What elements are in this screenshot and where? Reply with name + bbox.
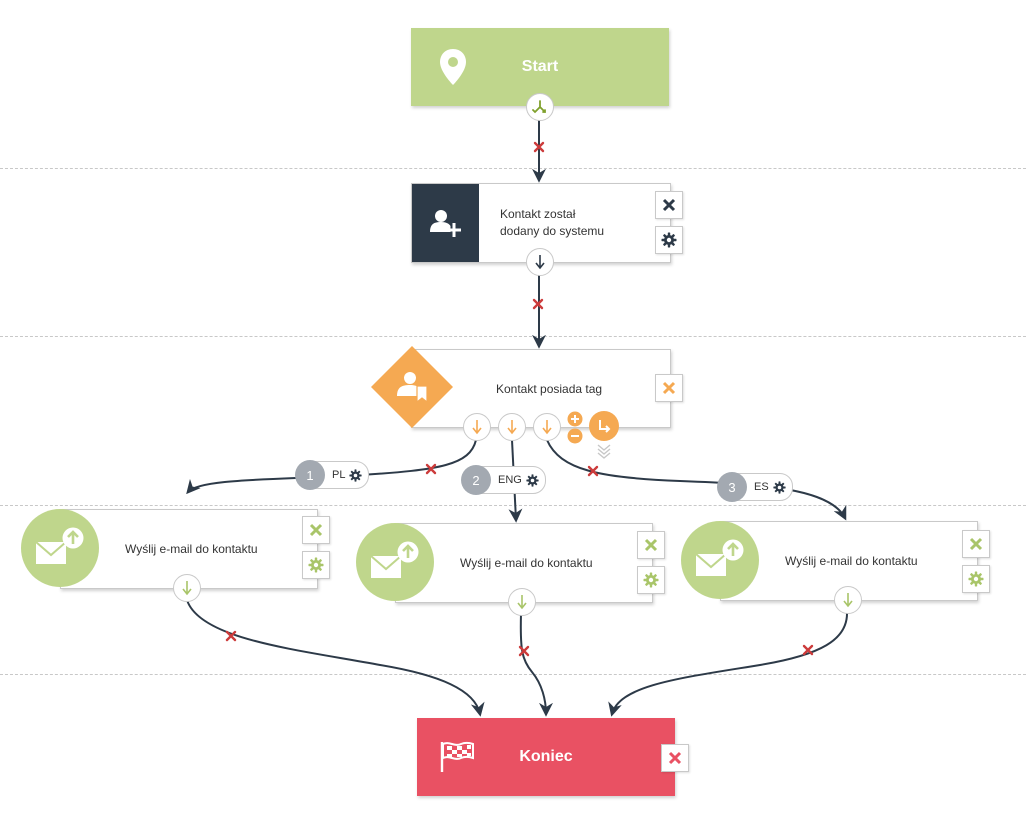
gear-icon: [643, 572, 659, 588]
user-tag-icon: [397, 372, 428, 404]
trigger-node[interactable]: Kontakt został dodany do systemu: [411, 183, 671, 263]
branch-label: ENG: [498, 474, 522, 486]
delete-action-button[interactable]: [302, 516, 330, 544]
close-icon: [662, 381, 676, 395]
action-settings-button[interactable]: [637, 566, 665, 594]
arrow-down-icon: [517, 595, 527, 610]
action-settings-button[interactable]: [302, 551, 330, 579]
action-settings-button[interactable]: [962, 565, 990, 593]
gear-icon: [661, 232, 677, 248]
action-icon-circle: [681, 521, 759, 599]
delete-connector-icon[interactable]: [532, 298, 544, 310]
delete-trigger-button[interactable]: [655, 191, 683, 219]
email-send-icon: [695, 539, 744, 576]
turn-right-arrow-icon: [599, 420, 611, 433]
split-arrows-icon: [532, 100, 546, 114]
start-output-port[interactable]: [526, 93, 554, 121]
trigger-label-line2: dodany do systemu: [500, 224, 605, 238]
expand-chevrons-icon[interactable]: [596, 443, 612, 459]
connector-action-1-end: [186, 599, 485, 717]
action-output-port[interactable]: [508, 588, 536, 616]
trigger-label-line1: Kontakt został: [500, 207, 576, 221]
close-icon: [662, 198, 676, 212]
gear-icon[interactable]: [349, 468, 363, 482]
branch-number: 1: [295, 460, 325, 490]
action-output-port[interactable]: [173, 574, 201, 602]
start-label: Start: [521, 58, 559, 75]
add-branch-icon[interactable]: [567, 411, 583, 427]
finish-flag-icon: [440, 741, 474, 772]
connector-branch-3: [546, 439, 847, 521]
delete-end-button[interactable]: [661, 744, 689, 772]
gear-icon: [968, 571, 984, 587]
branch-label: PL: [332, 469, 346, 481]
row-separator: [0, 505, 1026, 506]
condition-output-port-2[interactable]: [498, 413, 526, 441]
close-icon: [668, 751, 682, 765]
email-send-icon: [35, 527, 84, 564]
end-node[interactable]: Koniec: [417, 718, 675, 796]
arrow-down-icon: [542, 420, 552, 435]
row-separator: [0, 168, 1026, 169]
user-add-icon: [430, 210, 461, 237]
delete-connector-icon[interactable]: [425, 463, 437, 475]
action-icon-circle: [356, 523, 434, 601]
condition-output-port-1[interactable]: [463, 413, 491, 441]
arrow-down-icon: [472, 420, 482, 435]
delete-connector-icon[interactable]: [518, 645, 530, 657]
close-icon: [644, 538, 658, 552]
branch-pill-3[interactable]: 3 ES: [717, 472, 793, 502]
arrow-down-icon: [182, 581, 192, 596]
action-icon-circle: [21, 509, 99, 587]
delete-action-button[interactable]: [637, 531, 665, 559]
remove-branch-icon[interactable]: [567, 428, 583, 444]
connector-action-2-end: [519, 613, 553, 717]
action-output-port[interactable]: [834, 586, 862, 614]
arrow-down-icon: [843, 593, 853, 608]
condition-label: Kontakt posiada tag: [496, 382, 603, 396]
arrow-down-icon: [507, 420, 517, 435]
branch-pill-2[interactable]: 2 ENG: [461, 465, 546, 495]
gear-icon[interactable]: [526, 473, 539, 487]
condition-else-port[interactable]: [589, 411, 619, 441]
branch-label: ES: [754, 481, 769, 493]
delete-connector-icon[interactable]: [802, 644, 814, 656]
delete-connector-icon[interactable]: [225, 630, 237, 642]
close-icon: [309, 523, 323, 537]
branch-pill-1[interactable]: 1 PL: [295, 460, 370, 490]
trigger-settings-button[interactable]: [655, 226, 683, 254]
row-separator: [0, 336, 1026, 337]
action-label: Wyślij e-mail do kontaktu: [125, 542, 258, 556]
arrow-down-icon: [535, 255, 545, 270]
branch-number: 3: [717, 472, 747, 502]
close-icon: [969, 537, 983, 551]
action-label: Wyślij e-mail do kontaktu: [460, 556, 593, 570]
location-pin-icon: [440, 49, 466, 85]
row-separator: [0, 674, 1026, 675]
delete-condition-button[interactable]: [655, 374, 683, 402]
connector-action-3-end: [608, 611, 849, 717]
condition-output-port-3[interactable]: [533, 413, 561, 441]
end-label: Koniec: [519, 748, 573, 765]
delete-connector-icon[interactable]: [587, 465, 599, 477]
email-send-icon: [370, 541, 419, 578]
delete-connector-icon[interactable]: [533, 141, 545, 153]
gear-icon: [308, 557, 324, 573]
trigger-output-port[interactable]: [526, 248, 554, 276]
delete-action-button[interactable]: [962, 530, 990, 558]
branch-number: 2: [461, 465, 491, 495]
gear-icon[interactable]: [773, 480, 786, 494]
trigger-icon-panel: [412, 184, 479, 262]
action-label: Wyślij e-mail do kontaktu: [785, 554, 918, 568]
